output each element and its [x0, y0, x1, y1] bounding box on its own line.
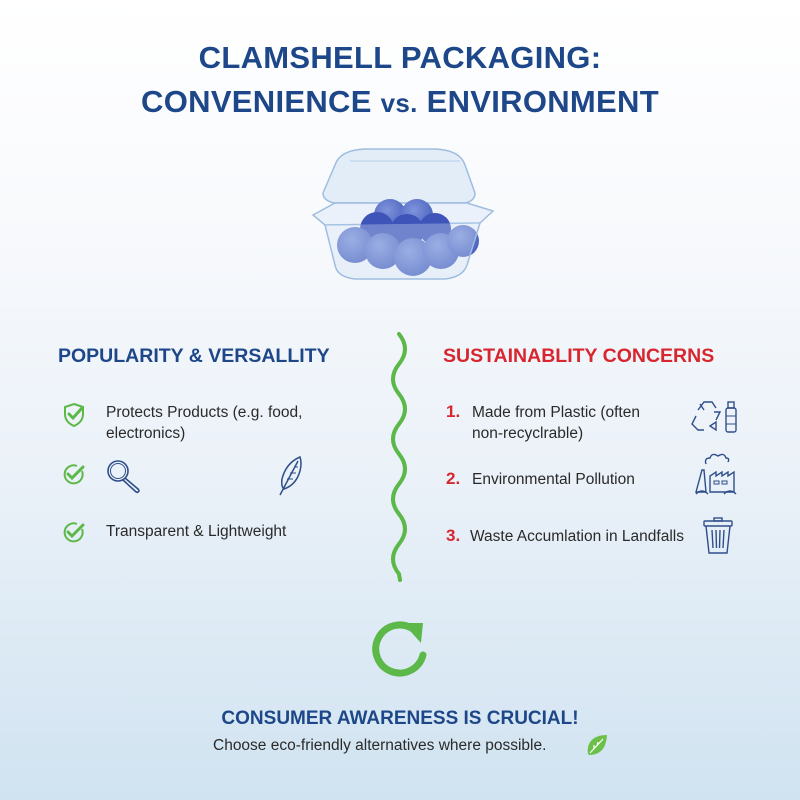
- leaf-icon: [587, 735, 607, 755]
- title-environment: ENVIRONMENT: [426, 84, 659, 119]
- item-number-3: 3.: [446, 526, 461, 545]
- refresh-cycle-icon: [372, 621, 427, 677]
- left-item-1-line2: electronics): [106, 425, 186, 442]
- right-item-1-line1: Made from Plastic (often: [472, 404, 640, 421]
- title-line-1: CLAMSHELL PACKAGING:: [198, 40, 602, 75]
- trash-bin-icon: [703, 517, 733, 554]
- right-item-1-line2: non-recyclrable): [472, 425, 584, 442]
- shield-check-icon: [64, 402, 84, 428]
- title-vs: vs.: [380, 88, 418, 118]
- magnifying-glass-icon: [107, 460, 140, 494]
- left-item-1-line1: Protects Products (e.g. food,: [106, 404, 303, 421]
- recycle-bottle-icon: [691, 401, 737, 433]
- right-item-3: Waste Accumlation in Landfalls: [470, 528, 684, 545]
- check-circle-icon: [63, 464, 85, 485]
- factory-pollution-icon: [695, 453, 737, 495]
- feather-icon: [279, 455, 302, 496]
- left-item-1: Protects Products (e.g. food, electronic…: [106, 402, 302, 444]
- eco-friendly-subtext: Choose eco-friendly alternatives where p…: [213, 737, 547, 754]
- sustainability-heading: SUSTAINABLITY CONCERNS: [443, 345, 715, 367]
- right-item-1: Made from Plastic (often non-recyclrable…: [472, 402, 640, 444]
- title-line-2: CONVENIENCE vs. ENVIRONMENT: [0, 80, 800, 125]
- page-title: CLAMSHELL PACKAGING: CONVENIENCE vs. ENV…: [0, 36, 800, 125]
- check-circle-icon: [63, 522, 85, 543]
- title-convenience: CONVENIENCE: [141, 84, 372, 119]
- wavy-line-divider: [391, 332, 407, 582]
- left-item-3: Transparent & Lightweight: [106, 523, 287, 540]
- item-number-1: 1.: [446, 402, 461, 421]
- right-item-2: Environmental Pollution: [472, 471, 635, 488]
- item-number-2: 2.: [446, 469, 461, 488]
- consumer-awareness-heading: CONSUMER AWARENESS IS CRUCIAL!: [221, 708, 579, 729]
- blueberry-clamshell-icon: [311, 148, 495, 280]
- popularity-heading: POPULARITY & VERSALLITY: [58, 345, 330, 367]
